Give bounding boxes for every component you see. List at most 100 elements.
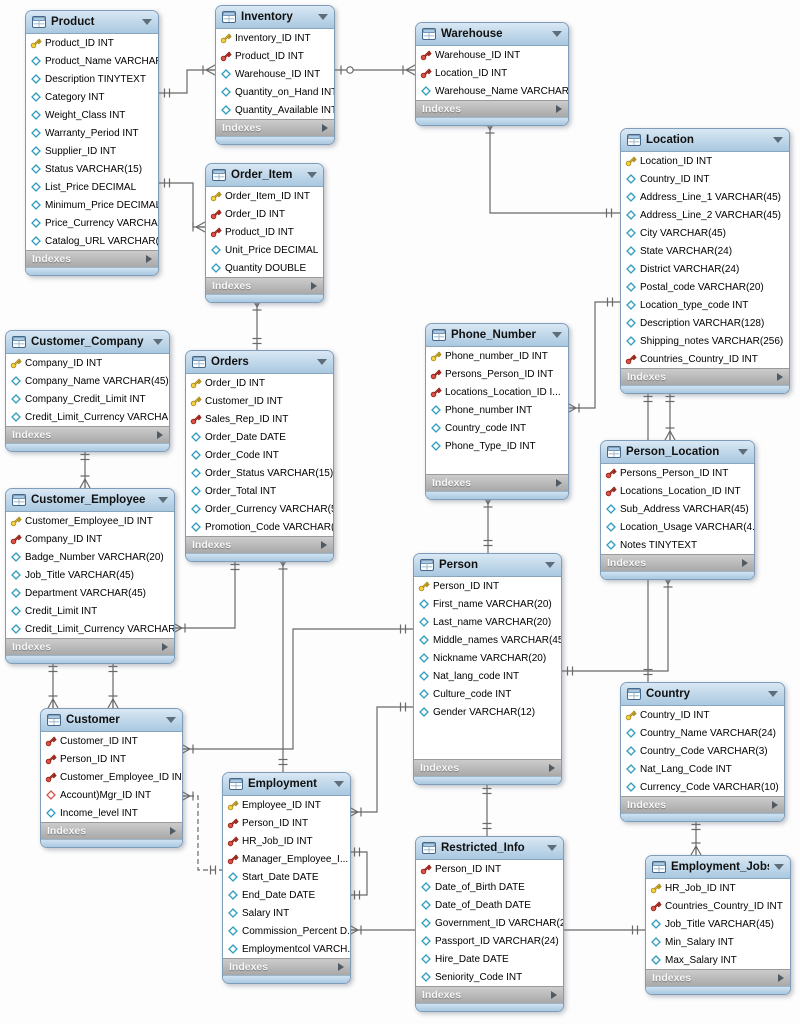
field-row-person-4[interactable]: Nickname VARCHAR(20) bbox=[414, 649, 561, 667]
table-header-customer[interactable]: Customer bbox=[41, 709, 182, 732]
field-row-employment-8[interactable]: Employmentcol VARCH... bbox=[223, 940, 350, 958]
expand-arrow-icon[interactable] bbox=[551, 991, 557, 999]
field-row-location-6[interactable]: District VARCHAR(24) bbox=[621, 260, 789, 278]
field-row-country-2[interactable]: Country_Code VARCHAR(3) bbox=[621, 742, 784, 760]
collapse-arrow-icon[interactable] bbox=[547, 845, 557, 851]
field-row-product-2[interactable]: Description TINYTEXT bbox=[26, 70, 158, 88]
field-row-employment-3[interactable]: Manager_Employee_I... bbox=[223, 850, 350, 868]
field-row-inventory-3[interactable]: Quantity_on_Hand INT bbox=[216, 83, 334, 101]
field-row-employment_jobs-4[interactable]: Max_Salary INT bbox=[646, 951, 790, 969]
field-row-person-5[interactable]: Nat_lang_code INT bbox=[414, 667, 561, 685]
field-row-customer-4[interactable]: Income_level INT bbox=[41, 804, 182, 822]
field-row-customer_employee-0[interactable]: Customer_Employee_ID INT bbox=[6, 512, 174, 530]
field-row-person_location-3[interactable]: Location_Usage VARCHAR(4... bbox=[601, 518, 754, 536]
field-row-restricted_info-5[interactable]: Hire_Date DATE bbox=[416, 950, 563, 968]
indexes-section[interactable]: Indexes bbox=[223, 958, 350, 975]
field-row-customer_employee-5[interactable]: Credit_Limit INT bbox=[6, 602, 174, 620]
collapse-arrow-icon[interactable] bbox=[552, 31, 562, 37]
field-row-customer_company-3[interactable]: Credit_Limit_Currency VARCHAR(5) bbox=[6, 408, 169, 426]
relationship-customer_company-customer_employee[interactable] bbox=[79, 447, 91, 489]
table-header-orders[interactable]: Orders bbox=[186, 351, 333, 374]
field-row-restricted_info-0[interactable]: Person_ID INT bbox=[416, 860, 563, 878]
field-row-restricted_info-3[interactable]: Government_ID VARCHAR(24) bbox=[416, 914, 563, 932]
expand-arrow-icon[interactable] bbox=[322, 124, 328, 132]
field-row-order_item-0[interactable]: Order_Item_ID INT bbox=[206, 187, 323, 205]
field-row-orders-3[interactable]: Order_Date DATE bbox=[186, 428, 333, 446]
relationship-person_location-person[interactable] bbox=[560, 574, 674, 676]
field-row-orders-6[interactable]: Order_Total INT bbox=[186, 482, 333, 500]
field-row-location-5[interactable]: State VARCHAR(24) bbox=[621, 242, 789, 260]
expand-arrow-icon[interactable] bbox=[338, 963, 344, 971]
collapse-arrow-icon[interactable] bbox=[142, 19, 152, 25]
indexes-section[interactable]: Indexes bbox=[206, 277, 323, 294]
field-row-phone_number-3[interactable]: Phone_number INT bbox=[426, 401, 568, 419]
field-row-employment_jobs-3[interactable]: Min_Salary INT bbox=[646, 933, 790, 951]
field-row-customer-0[interactable]: Customer_ID INT bbox=[41, 732, 182, 750]
field-row-employment-7[interactable]: Commission_Percent D... bbox=[223, 922, 350, 940]
expand-arrow-icon[interactable] bbox=[556, 479, 562, 487]
indexes-section[interactable]: Indexes bbox=[186, 536, 333, 553]
field-row-person-1[interactable]: First_name VARCHAR(20) bbox=[414, 595, 561, 613]
field-row-person-2[interactable]: Last_name VARCHAR(20) bbox=[414, 613, 561, 631]
relationship-customer_employee-customer-2[interactable] bbox=[107, 659, 119, 709]
indexes-section[interactable]: Indexes bbox=[41, 822, 182, 839]
field-row-phone_number-5[interactable]: Phone_Type_ID INT bbox=[426, 437, 568, 455]
collapse-arrow-icon[interactable] bbox=[774, 864, 784, 870]
expand-arrow-icon[interactable] bbox=[778, 974, 784, 982]
field-row-employment-5[interactable]: End_Date DATE bbox=[223, 886, 350, 904]
indexes-section[interactable]: Indexes bbox=[216, 119, 334, 136]
field-row-restricted_info-2[interactable]: Date_of_Death DATE bbox=[416, 896, 563, 914]
field-row-phone_number-1[interactable]: Persons_Person_ID INT bbox=[426, 365, 568, 383]
field-row-employment-1[interactable]: Person_ID INT bbox=[223, 814, 350, 832]
field-row-location-3[interactable]: Address_Line_2 VARCHAR(45) bbox=[621, 206, 789, 224]
relationship-product-inventory[interactable] bbox=[157, 64, 216, 98]
field-row-orders-8[interactable]: Promotion_Code VARCHAR(45) bbox=[186, 518, 333, 536]
field-row-restricted_info-4[interactable]: Passport_ID VARCHAR(24) bbox=[416, 932, 563, 950]
expand-arrow-icon[interactable] bbox=[157, 431, 163, 439]
table-header-warehouse[interactable]: Warehouse bbox=[416, 23, 568, 46]
field-row-product-8[interactable]: List_Price DECIMAL bbox=[26, 178, 158, 196]
field-row-order_item-4[interactable]: Quantity DOUBLE bbox=[206, 259, 323, 277]
field-row-person-6[interactable]: Culture_code INT bbox=[414, 685, 561, 703]
relationship-phone_number-location[interactable] bbox=[566, 297, 620, 414]
indexes-section[interactable]: Indexes bbox=[426, 474, 568, 491]
indexes-section[interactable]: Indexes bbox=[6, 426, 169, 443]
field-row-customer_employee-1[interactable]: Company_ID INT bbox=[6, 530, 174, 548]
relationship-person-employment[interactable] bbox=[348, 702, 413, 818]
table-header-customer_company[interactable]: Customer_Company bbox=[6, 331, 169, 354]
indexes-section[interactable]: Indexes bbox=[646, 969, 790, 986]
table-header-order_item[interactable]: Order_Item bbox=[206, 164, 323, 187]
field-row-product-10[interactable]: Price_Currency VARCHAR(5) bbox=[26, 214, 158, 232]
expand-arrow-icon[interactable] bbox=[170, 827, 176, 835]
relationship-customer-employment-dashed[interactable] bbox=[180, 790, 222, 875]
field-row-person_location-1[interactable]: Locations_Location_ID INT bbox=[601, 482, 754, 500]
collapse-arrow-icon[interactable] bbox=[545, 562, 555, 568]
field-row-customer_employee-4[interactable]: Department VARCHAR(45) bbox=[6, 584, 174, 602]
relationship-employment-self[interactable] bbox=[349, 847, 368, 900]
field-row-country-1[interactable]: Country_Name VARCHAR(24) bbox=[621, 724, 784, 742]
relationship-warehouse-location[interactable] bbox=[484, 120, 620, 218]
indexes-section[interactable]: Indexes bbox=[601, 554, 754, 571]
relationship-phone_number-person[interactable] bbox=[482, 494, 494, 553]
field-row-orders-4[interactable]: Order_Code INT bbox=[186, 446, 333, 464]
field-row-product-11[interactable]: Catalog_URL VARCHAR(128) bbox=[26, 232, 158, 250]
expand-arrow-icon[interactable] bbox=[162, 643, 168, 651]
field-row-inventory-4[interactable]: Quantity_Available INT bbox=[216, 101, 334, 119]
relationship-country-employment_jobs[interactable] bbox=[690, 817, 702, 856]
field-row-inventory-1[interactable]: Product_ID INT bbox=[216, 47, 334, 65]
field-row-employment_jobs-0[interactable]: HR_Job_ID INT bbox=[646, 879, 790, 897]
table-header-phone_number[interactable]: Phone_Number bbox=[426, 324, 568, 347]
field-row-location-1[interactable]: Country_ID INT bbox=[621, 170, 789, 188]
field-row-person-3[interactable]: Middle_names VARCHAR(45) bbox=[414, 631, 561, 649]
field-row-location-0[interactable]: Location_ID INT bbox=[621, 152, 789, 170]
table-header-employment_jobs[interactable]: Employment_Jobs bbox=[646, 856, 790, 879]
expand-arrow-icon[interactable] bbox=[146, 255, 152, 263]
table-header-product[interactable]: Product bbox=[26, 11, 158, 34]
collapse-arrow-icon[interactable] bbox=[552, 332, 562, 338]
